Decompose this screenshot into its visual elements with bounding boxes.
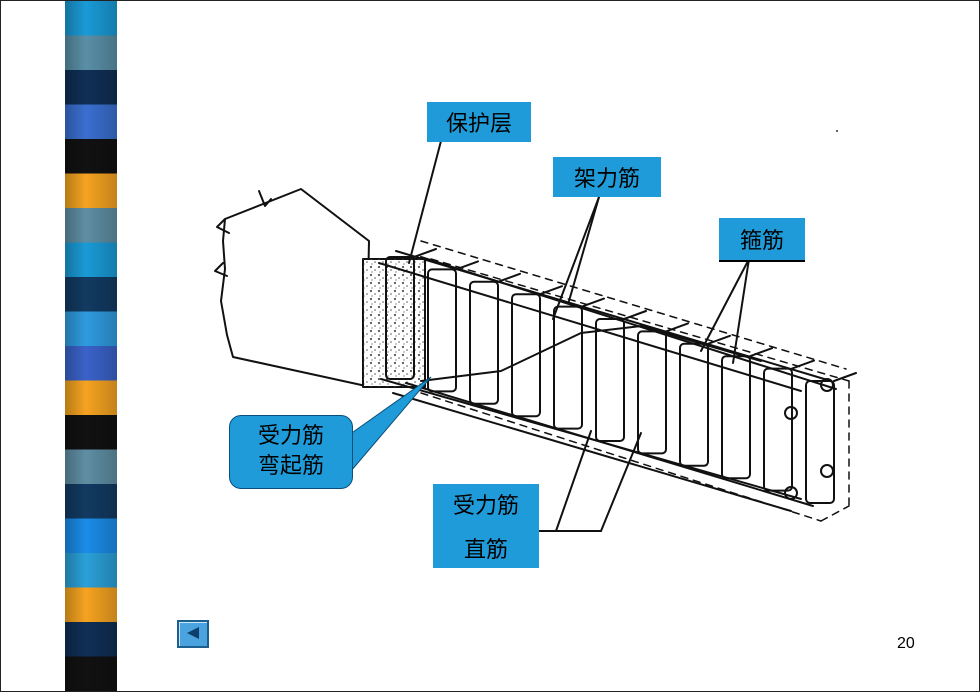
stirrup [385,256,415,380]
stirrup-hook [455,260,479,271]
stirrup-hook [749,347,773,358]
back-button[interactable] [177,620,209,648]
stirrup-hook [707,334,731,345]
decorative-strip [65,1,117,691]
stirrup [427,268,457,393]
label-cover: 保护层 [427,102,531,142]
stirrup [679,342,709,467]
stirrup [805,380,835,504]
stirrup [511,293,541,418]
stirrup-hook [539,285,563,296]
label-straight-bar: 受力筋 直筋 [433,484,539,568]
callout-bent-bar: 受力筋 弯起筋 [229,415,353,489]
callout-bent-line1: 受力筋 [257,424,324,449]
stirrup [553,305,583,430]
stirrup-hook [497,272,521,283]
stirrup [721,355,751,480]
stirrup [595,318,625,442]
stirrup [637,330,667,455]
stirrup [763,367,793,492]
stirrup-hook [833,372,857,382]
stirrup [469,280,499,405]
stirrup-hook [791,359,815,370]
stirrup-hook [581,297,605,308]
label-straight-line2: 直筋 [463,538,508,563]
page-number: 20 [897,635,915,652]
callout-bent-line2: 弯起筋 [257,454,324,479]
stirrup-hook [665,322,689,333]
label-erection-bar: 架力筋 [553,157,661,197]
stirrup-hook [413,248,437,258]
stirrup-hook [623,310,647,320]
label-straight-line1: 受力筋 [452,494,519,519]
label-stirrup: 箍筋 [719,218,805,262]
beam-left-segment [220,188,370,387]
triangle-left-icon [187,627,199,639]
